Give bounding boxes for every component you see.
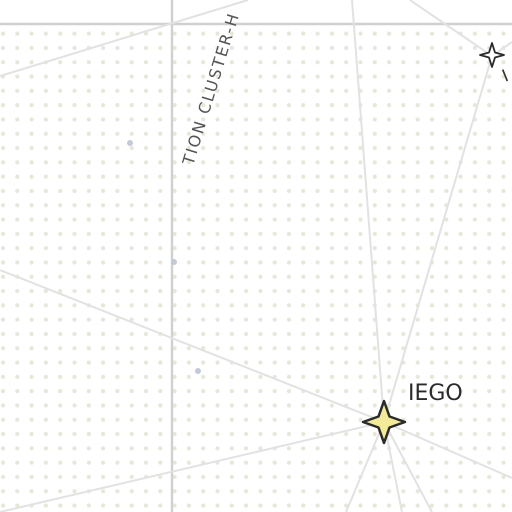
primary-system[interactable]: IEGO [361,381,463,445]
secondary-system[interactable] [479,42,505,68]
distant-star [127,140,133,146]
four-point-star-icon [479,42,505,68]
hyperlane [383,421,512,479]
hyperlane [0,0,249,77]
hyperlane [383,421,433,512]
map-dot-grid [0,24,512,512]
hyperlane [345,421,385,512]
distant-star [171,259,177,265]
four-point-star-icon [361,399,407,445]
hyperlane [409,0,493,57]
hyperlane [383,55,493,423]
hyperlane [351,0,385,423]
distant-stars [127,140,201,374]
hyperlane [0,421,385,512]
primary-system-label: IEGO [408,381,463,406]
hyperlane [0,269,385,423]
distant-star [195,368,201,374]
